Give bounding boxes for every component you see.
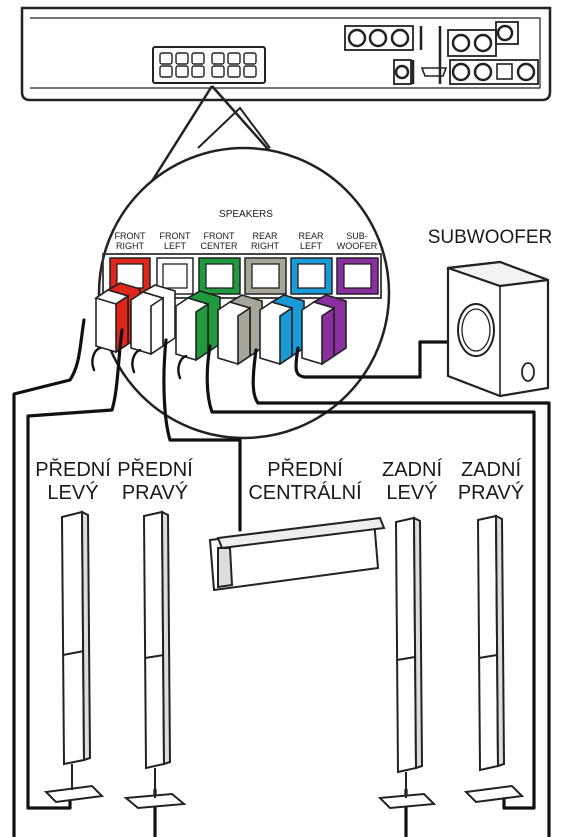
subwoofer-cabinet [446,260,550,398]
plug-rear-right [217,294,263,366]
plug-front-left [130,284,176,356]
plug-rear-left [259,294,305,366]
terminal-label-subwoofer: SUB-WOOFER [336,231,378,251]
speaker-front-left [43,510,105,804]
subwoofer-label: SUBWOOFER [427,227,553,248]
callout-circle [97,146,391,440]
plug-subwoofer [301,294,347,366]
speakers-title: SPEAKERS [219,209,273,220]
speaker-plugs [94,282,347,366]
terminal-sockets [109,257,379,295]
speaker-cables [12,318,551,837]
speaker-center [208,516,386,592]
speaker-rear-right [463,514,525,804]
speaker-rear-left [377,516,437,810]
speaker-front-right [123,510,187,810]
main-unit-back-panel [20,6,552,102]
